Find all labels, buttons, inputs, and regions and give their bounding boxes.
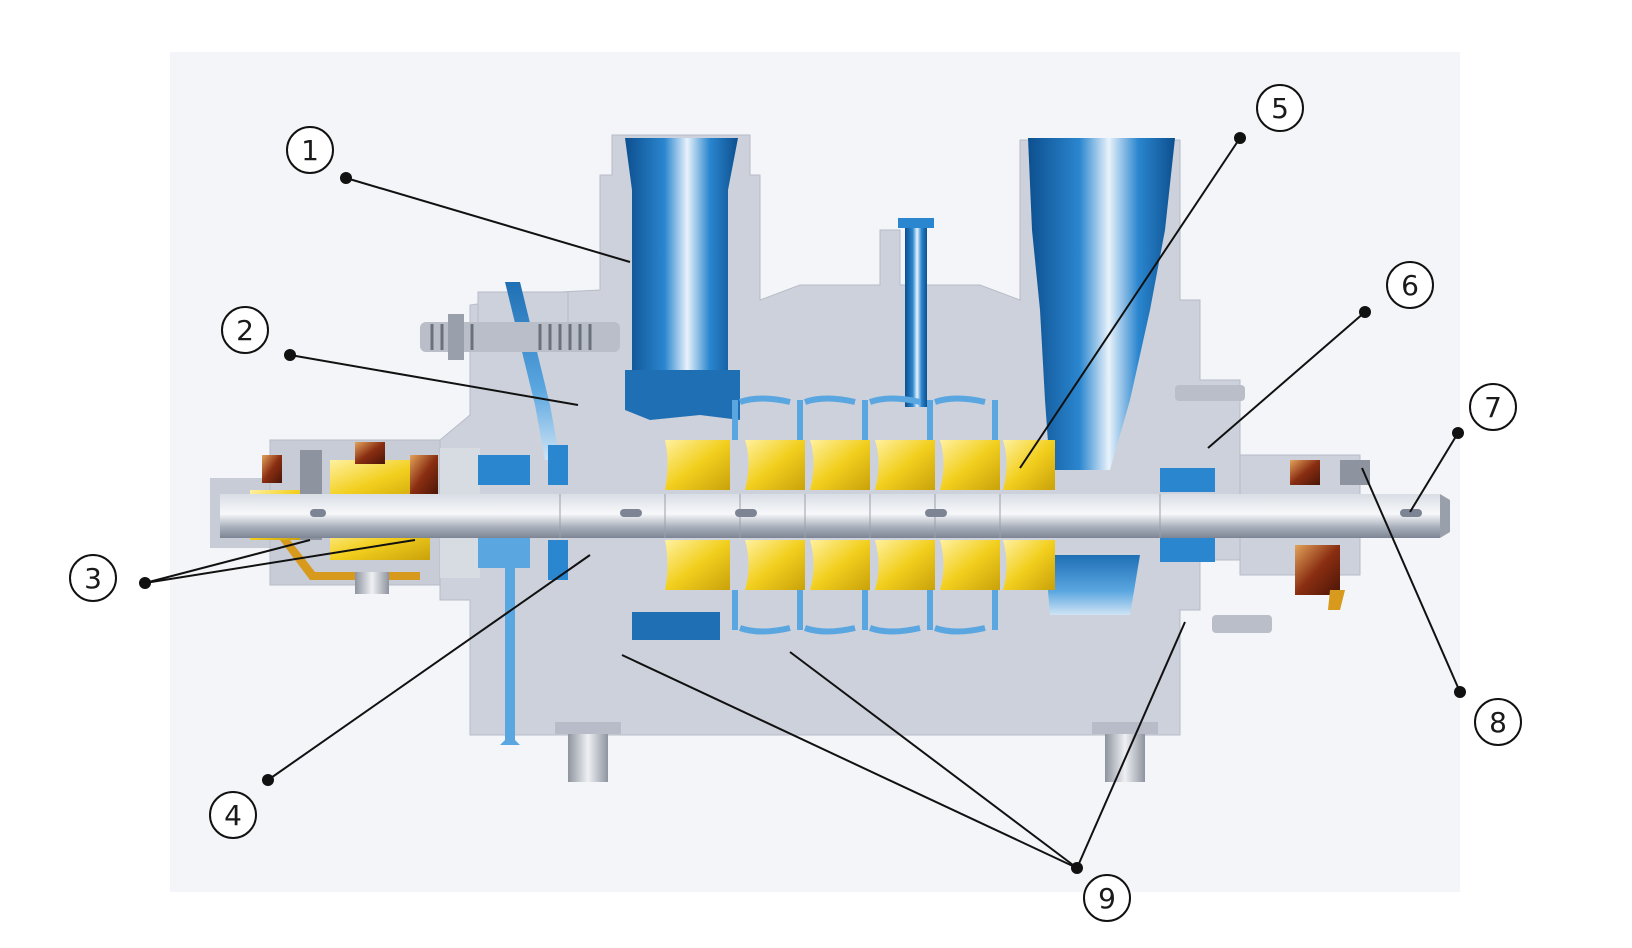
- right-shaft-seal: [1160, 468, 1215, 562]
- diffuser-channels: [732, 395, 998, 635]
- impeller-bottom-5: [940, 540, 1000, 590]
- callout-4: 4: [209, 791, 257, 839]
- callout-number: 5: [1271, 92, 1289, 125]
- vent-pipe-cap: [898, 218, 934, 228]
- leader-line-9a: [621, 654, 1078, 869]
- callout-number: 6: [1401, 269, 1419, 302]
- callout-7: 7: [1469, 383, 1517, 431]
- callout-5: 5: [1256, 84, 1304, 132]
- impeller-bottom-1: [665, 540, 730, 590]
- leader-line-3b: [144, 539, 416, 584]
- leader-line-5: [1019, 137, 1241, 469]
- impeller-bottom-2: [745, 540, 805, 590]
- callout-2: 2: [221, 306, 269, 354]
- leader-lines: [144, 137, 1461, 869]
- impeller-top-4: [875, 440, 935, 490]
- impeller-bottom-6: [1003, 540, 1055, 590]
- callout-number: 4: [224, 799, 242, 832]
- suction-nozzle: [625, 138, 738, 370]
- impeller-top-2: [745, 440, 805, 490]
- callout-number: 8: [1489, 706, 1507, 739]
- impeller-top-3: [810, 440, 870, 490]
- leader-line-4: [267, 554, 591, 781]
- impeller-bottom-4: [875, 540, 935, 590]
- leader-line-7: [1409, 432, 1459, 513]
- mounting-feet: [555, 722, 1158, 782]
- impeller-top-1: [665, 440, 730, 490]
- leader-line-9c: [1076, 621, 1186, 869]
- discharge-lower-chamber: [1045, 555, 1140, 615]
- leader-line-8: [1361, 467, 1461, 693]
- leader-line-2: [289, 354, 579, 406]
- leader-line-1: [345, 177, 631, 263]
- callout-number: 3: [84, 562, 102, 595]
- callout-number: 9: [1098, 882, 1116, 915]
- drive-shaft: [220, 494, 1450, 538]
- callout-9: 9: [1083, 874, 1131, 922]
- suction-chamber: [625, 370, 740, 420]
- callout-number: 1: [301, 134, 319, 167]
- leader-line-3a: [144, 539, 311, 584]
- callout-number: 7: [1484, 391, 1502, 424]
- left-shaft-seal: [478, 445, 568, 580]
- impeller-top-6: [1003, 440, 1055, 490]
- callout-8: 8: [1474, 698, 1522, 746]
- leader-line-6: [1207, 311, 1366, 449]
- callout-6: 6: [1386, 261, 1434, 309]
- callout-number: 2: [236, 314, 254, 347]
- discharge-nozzle: [1028, 138, 1175, 470]
- casing-stud-bolt: [420, 314, 620, 360]
- impeller-bottom-3: [810, 540, 870, 590]
- impeller-top-5: [940, 440, 1000, 490]
- leader-line-9b: [789, 651, 1078, 869]
- impeller-stages: [665, 440, 1055, 590]
- callout-3: 3: [69, 554, 117, 602]
- vent-pipe: [905, 222, 927, 407]
- callout-1: 1: [286, 126, 334, 174]
- suction-lower-chamber: [632, 612, 720, 640]
- leader-dots: [139, 132, 1466, 874]
- casing-stud-bolt-right: [1175, 385, 1272, 633]
